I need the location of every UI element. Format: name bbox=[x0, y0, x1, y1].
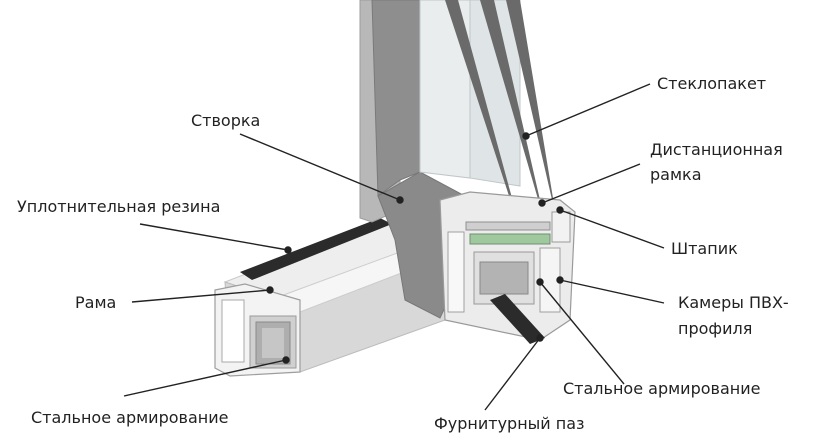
label-hardware-groove: Фурнитурный паз bbox=[434, 414, 585, 433]
label-spacer-line1: Дистанционная bbox=[650, 140, 783, 159]
seal-strip-left bbox=[240, 218, 392, 280]
steel-reinforcement-right bbox=[479, 261, 529, 295]
label-steel-right: Стальное армирование bbox=[563, 379, 761, 398]
leader-spacer bbox=[541, 163, 641, 204]
leader-frame bbox=[131, 289, 271, 303]
label-chambers-line1: Камеры ПВХ- bbox=[678, 293, 789, 312]
sash-section bbox=[439, 191, 576, 341]
label-sash: Створка bbox=[191, 111, 261, 130]
leader-seal bbox=[139, 223, 289, 251]
label-steel-left: Стальное армирование bbox=[31, 408, 229, 427]
sash-vertical-face bbox=[371, 0, 421, 197]
label-chambers-line2: профиля bbox=[678, 319, 753, 338]
label-bead: Штапик bbox=[671, 239, 738, 258]
leader-chambers bbox=[559, 279, 665, 304]
label-frame: Рама bbox=[75, 293, 117, 312]
label-spacer-line2: рамка bbox=[650, 165, 702, 184]
leader-bead bbox=[559, 209, 665, 249]
hardware-groove-strip bbox=[490, 294, 545, 344]
leader-lines bbox=[123, 83, 665, 411]
leader-sash bbox=[239, 133, 401, 201]
leader-steel-right bbox=[539, 281, 625, 385]
label-glass-unit: Стеклопакет bbox=[657, 74, 767, 93]
window-profile bbox=[214, 0, 576, 377]
frame-end-section bbox=[214, 283, 301, 377]
leader-glass-unit bbox=[525, 83, 651, 137]
leader-hardware bbox=[484, 337, 541, 411]
leader-steel-left bbox=[123, 359, 287, 397]
glass-unit bbox=[419, 0, 553, 206]
label-seal: Уплотнительная резина bbox=[17, 197, 221, 216]
